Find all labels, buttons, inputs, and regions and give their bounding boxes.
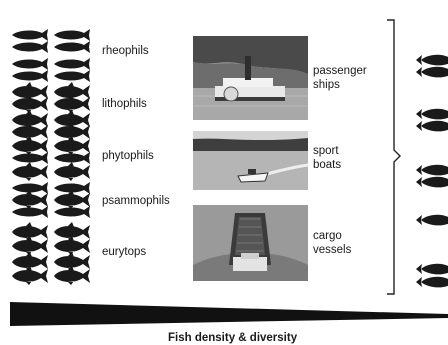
guild-label-phytophils: phytophils <box>102 150 154 162</box>
cargo-vessel-photo <box>193 205 308 281</box>
lithophil-fish-icons <box>12 82 90 141</box>
density-diversity-label: Fish density & diversity <box>168 332 297 344</box>
passenger-ship-photo <box>193 36 308 120</box>
guild-label-eurytops: eurytops <box>102 246 146 258</box>
psammophil-fish-icons <box>12 182 90 218</box>
guild-label-lithophils: lithophils <box>102 98 147 110</box>
fish-silhouettes-left <box>10 25 110 315</box>
guild-label-rheophils: rheophils <box>102 45 149 57</box>
vessel-label-sport-boats: sportboats <box>313 144 341 172</box>
guild-label-psammophils: psammophils <box>102 195 170 207</box>
rheophil-fish-icons <box>12 29 90 82</box>
vessel-label-cargo-vessels: cargovessels <box>313 229 351 257</box>
eurytop-fish-icons <box>12 222 90 285</box>
sport-boat-photo <box>193 131 308 190</box>
phytophil-fish-icons <box>12 136 90 181</box>
fish-silhouettes-right <box>414 48 448 298</box>
density-gradient-wedge <box>0 296 448 328</box>
grouping-bracket <box>385 18 405 298</box>
vessel-label-passenger-ships: passengerships <box>313 64 367 92</box>
